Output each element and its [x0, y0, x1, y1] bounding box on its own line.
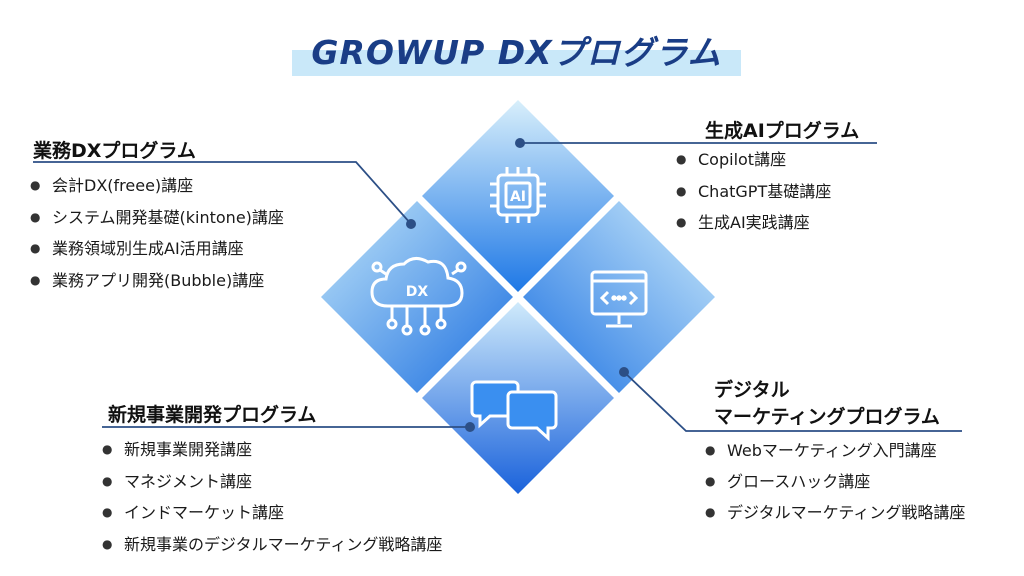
list-item: ●システム開発基礎(kintone)講座 — [30, 207, 284, 227]
tile-top — [422, 100, 614, 292]
heading-digital-line2: マーケティングプログラム — [714, 406, 940, 428]
chat-bubbles-icon — [470, 380, 558, 442]
dx-cloud-network-icon: DX — [370, 257, 467, 336]
list-item: ●インドマーケット講座 — [102, 503, 285, 522]
tile-left — [321, 201, 513, 393]
list-item: ●会計DX(freee)講座 — [30, 176, 194, 195]
title-highlight-band — [292, 50, 741, 76]
list-item: ●新規事業のデジタルマーケティング戦略講座 — [102, 534, 443, 554]
list-item: ●ChatGPT基礎講座 — [676, 181, 832, 201]
connector-gyomu — [33, 161, 412, 225]
connector-gyomu-dot — [406, 219, 416, 229]
list-item: ●生成AI実践講座 — [676, 213, 810, 232]
heading-gyomu-dx: 業務DXプログラム — [33, 140, 196, 162]
list-item: ●グロースハック講座 — [705, 472, 871, 491]
list-gyomu-dx: ●会計DX(freee)講座 ●システム開発基礎(kintone)講座 ●業務領… — [30, 170, 284, 296]
list-item: ●業務領域別生成AI活用講座 — [30, 239, 244, 258]
ai-chip-icon: AI — [490, 167, 546, 223]
svg-text:AI: AI — [510, 189, 526, 205]
heading-seisei-ai: 生成AIプログラム — [705, 120, 860, 142]
connector-seisei-dot — [515, 138, 525, 148]
connector-digital — [623, 371, 962, 432]
list-seisei-ai: ●Copilot講座 ●ChatGPT基礎講座 ●生成AI実践講座 — [676, 144, 831, 239]
list-item: ●新規事業開発講座 — [102, 440, 253, 459]
list-item: ●デジタルマーケティング戦略講座 — [705, 503, 966, 522]
list-item: ●業務アプリ開発(Bubble)講座 — [30, 270, 265, 290]
page-title: GROWUP DXプログラム — [311, 33, 722, 72]
list-shinki-jigyo: ●新規事業開発講座 ●マネジメント講座 ●インドマーケット講座 ●新規事業のデジ… — [102, 434, 442, 560]
list-item: ●Copilot講座 — [676, 150, 787, 169]
heading-shinki-jigyo: 新規事業開発プログラム — [108, 404, 317, 426]
heading-digital-line1: デジタル — [714, 379, 790, 401]
list-digital-marketing: ●Webマーケティング入門講座 ●グロースハック講座 ●デジタルマーケティング戦… — [705, 435, 965, 528]
code-monitor-icon — [590, 270, 648, 328]
list-item: ●マネジメント講座 — [102, 471, 253, 491]
svg-text:DX: DX — [406, 284, 429, 300]
list-item: ●Webマーケティング入門講座 — [705, 441, 937, 460]
connector-shinki-dot — [465, 422, 475, 432]
connector-digital-dot — [619, 367, 629, 377]
